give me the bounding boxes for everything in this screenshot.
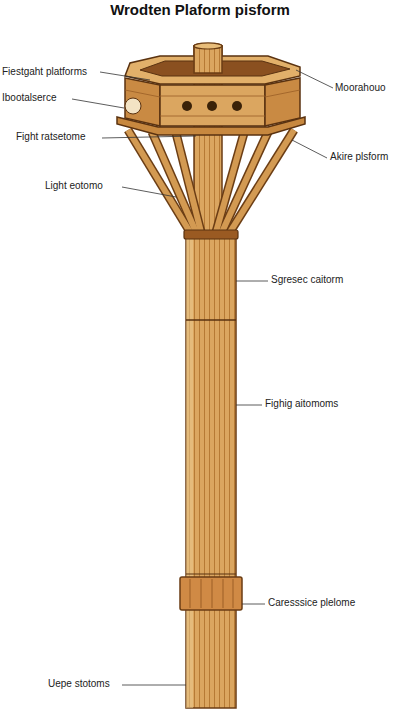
- post-cap: [194, 43, 222, 49]
- central-post: [194, 46, 222, 73]
- wall-hole: [182, 101, 192, 111]
- upper-collar: [184, 230, 238, 239]
- leader-lines: [72, 70, 333, 685]
- part-label: Caresssice plelome: [268, 597, 398, 609]
- pole-shaft: [186, 238, 236, 708]
- diagram-title: Wrodten Plaform pisform: [0, 1, 400, 19]
- base-collar: [180, 577, 242, 610]
- post-cap: [194, 43, 222, 49]
- platform-wall: [125, 78, 160, 126]
- part-label: Ibootalserce: [2, 92, 74, 104]
- pole-highlight: [186, 238, 193, 708]
- platform-wall: [265, 78, 300, 126]
- part-label: Light eotomo: [45, 180, 125, 192]
- wall-hole: [207, 101, 217, 111]
- platform-floor: [117, 117, 305, 135]
- wall-planks: [125, 90, 300, 116]
- pole-ring: [186, 573, 236, 574]
- part-label: Fighig aitomoms: [265, 398, 365, 410]
- wall-window: [125, 98, 141, 114]
- pole-ring: [186, 319, 236, 321]
- wall-hole: [232, 101, 242, 111]
- part-label: Fiestgaht platforms: [2, 66, 102, 78]
- part-label: Sgresec caitorm: [271, 274, 371, 286]
- part-label: Akire plsform: [330, 151, 400, 163]
- collar-grain: [190, 579, 233, 608]
- part-label: Moorahouo: [335, 82, 399, 94]
- support-struts: [128, 130, 294, 232]
- part-label: Fight ratsetome: [16, 131, 106, 143]
- part-label: Uepe stotoms: [48, 678, 128, 690]
- platform-wall: [160, 85, 265, 126]
